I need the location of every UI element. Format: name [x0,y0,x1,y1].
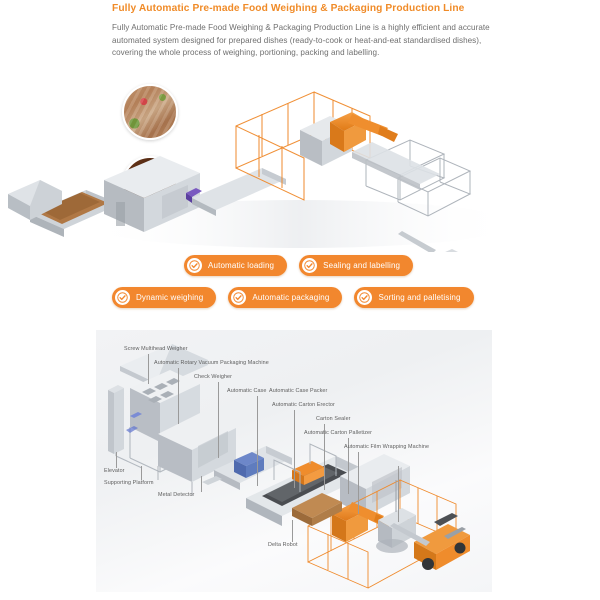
food-photo-sliced-meat [122,84,178,140]
conveyor-right [352,142,440,190]
forklift [398,231,458,252]
badge-label: Dynamic weighing [136,292,204,302]
layout-diagram-render [108,344,470,589]
leader-line [294,410,295,488]
badge-label: Automatic loading [208,260,275,270]
check-weigher-conveyor [202,446,292,490]
check-circle-icon [302,257,318,273]
badge-sorting-and-palletising[interactable]: Sorting and palletising [354,286,474,308]
label-automatic-case-packer: Automatic Case Packer [269,388,328,394]
leader-line [141,466,142,480]
leader-line [201,476,202,492]
page-description: Fully Automatic Pre-made Food Weighing &… [112,23,490,58]
label-delta-robot: Delta Robot [268,542,298,548]
leader-line [324,424,325,490]
leader-line [292,520,293,542]
forklift-diagram [390,513,470,570]
check-circle-icon [231,289,247,305]
badge-label: Sealing and labelling [323,260,401,270]
leader-line [398,466,399,522]
control-box [186,188,202,197]
hero-illustration [0,74,600,252]
label-check-weigher: Check Weigher [194,374,233,380]
label-carton-sealer: Carton Sealer [316,416,351,422]
label-supporting-platform: Supporting Platform [104,480,154,486]
badge-sealing-and-labelling[interactable]: Sealing and labelling [299,254,414,276]
label-automatic-carton-palletizer: Automatic Carton Palletizer [304,430,373,436]
badge-dynamic-weighing[interactable]: Dynamic weighing [112,286,217,308]
leader-line [257,396,258,486]
mid-conveyor [192,168,286,216]
label-automatic-case: Automatic Case [227,388,267,394]
leader-line [218,382,219,458]
elevator-machine [108,385,124,393]
badge-row-2: Dynamic weighing Automatic packaging [0,284,600,310]
label-automatic-rotary-vacuum-packaging-machine: Automatic Rotary Vacuum Packaging Machin… [154,360,269,366]
feature-badges: Automatic loading Sealing and labelling [0,252,600,310]
badge-automatic-packaging[interactable]: Automatic packaging [228,286,343,308]
badge-label: Automatic packaging [252,292,330,302]
pallet-stack [292,493,342,526]
leader-line [148,354,149,384]
infeed-conveyor [30,190,120,237]
check-circle-icon [115,289,130,305]
label-metal-detector: Metal Detector [158,492,195,498]
header-block: Fully Automatic Pre-made Food Weighing &… [112,2,497,60]
leader-line [358,452,359,514]
label-elevator: Elevator [104,468,125,474]
leader-line [348,438,349,494]
layout-diagram-panel: Screw Multihead Weigher Automatic Rotary… [96,330,492,592]
leader-line [178,368,179,424]
leader-line [116,452,117,468]
page-title: Fully Automatic Pre-made Food Weighing &… [112,3,465,14]
production-line-render [8,91,515,252]
delta-robot-line [246,443,372,526]
label-automatic-carton-erector: Automatic Carton Erector [272,402,335,408]
hopper-unit [8,180,62,220]
badge-label: Sorting and palletising [378,292,461,302]
check-weigher-unit [234,452,264,466]
vacuum-packaging-machine [104,156,200,232]
check-circle-icon [187,257,202,273]
rotary-vacuum-packaging-machine [157,412,237,496]
label-screw-multihead-weigher: Screw Multihead Weigher [124,346,188,352]
metal-detector-frame [202,476,222,485]
badge-automatic-loading[interactable]: Automatic loading [184,254,288,276]
check-circle-icon [357,289,373,305]
badge-row-1: Automatic loading Sealing and labelling [0,252,600,278]
robot-cell-machines [300,112,398,166]
label-automatic-film-wrapping-machine: Automatic Film Wrapping Machine [344,444,430,450]
